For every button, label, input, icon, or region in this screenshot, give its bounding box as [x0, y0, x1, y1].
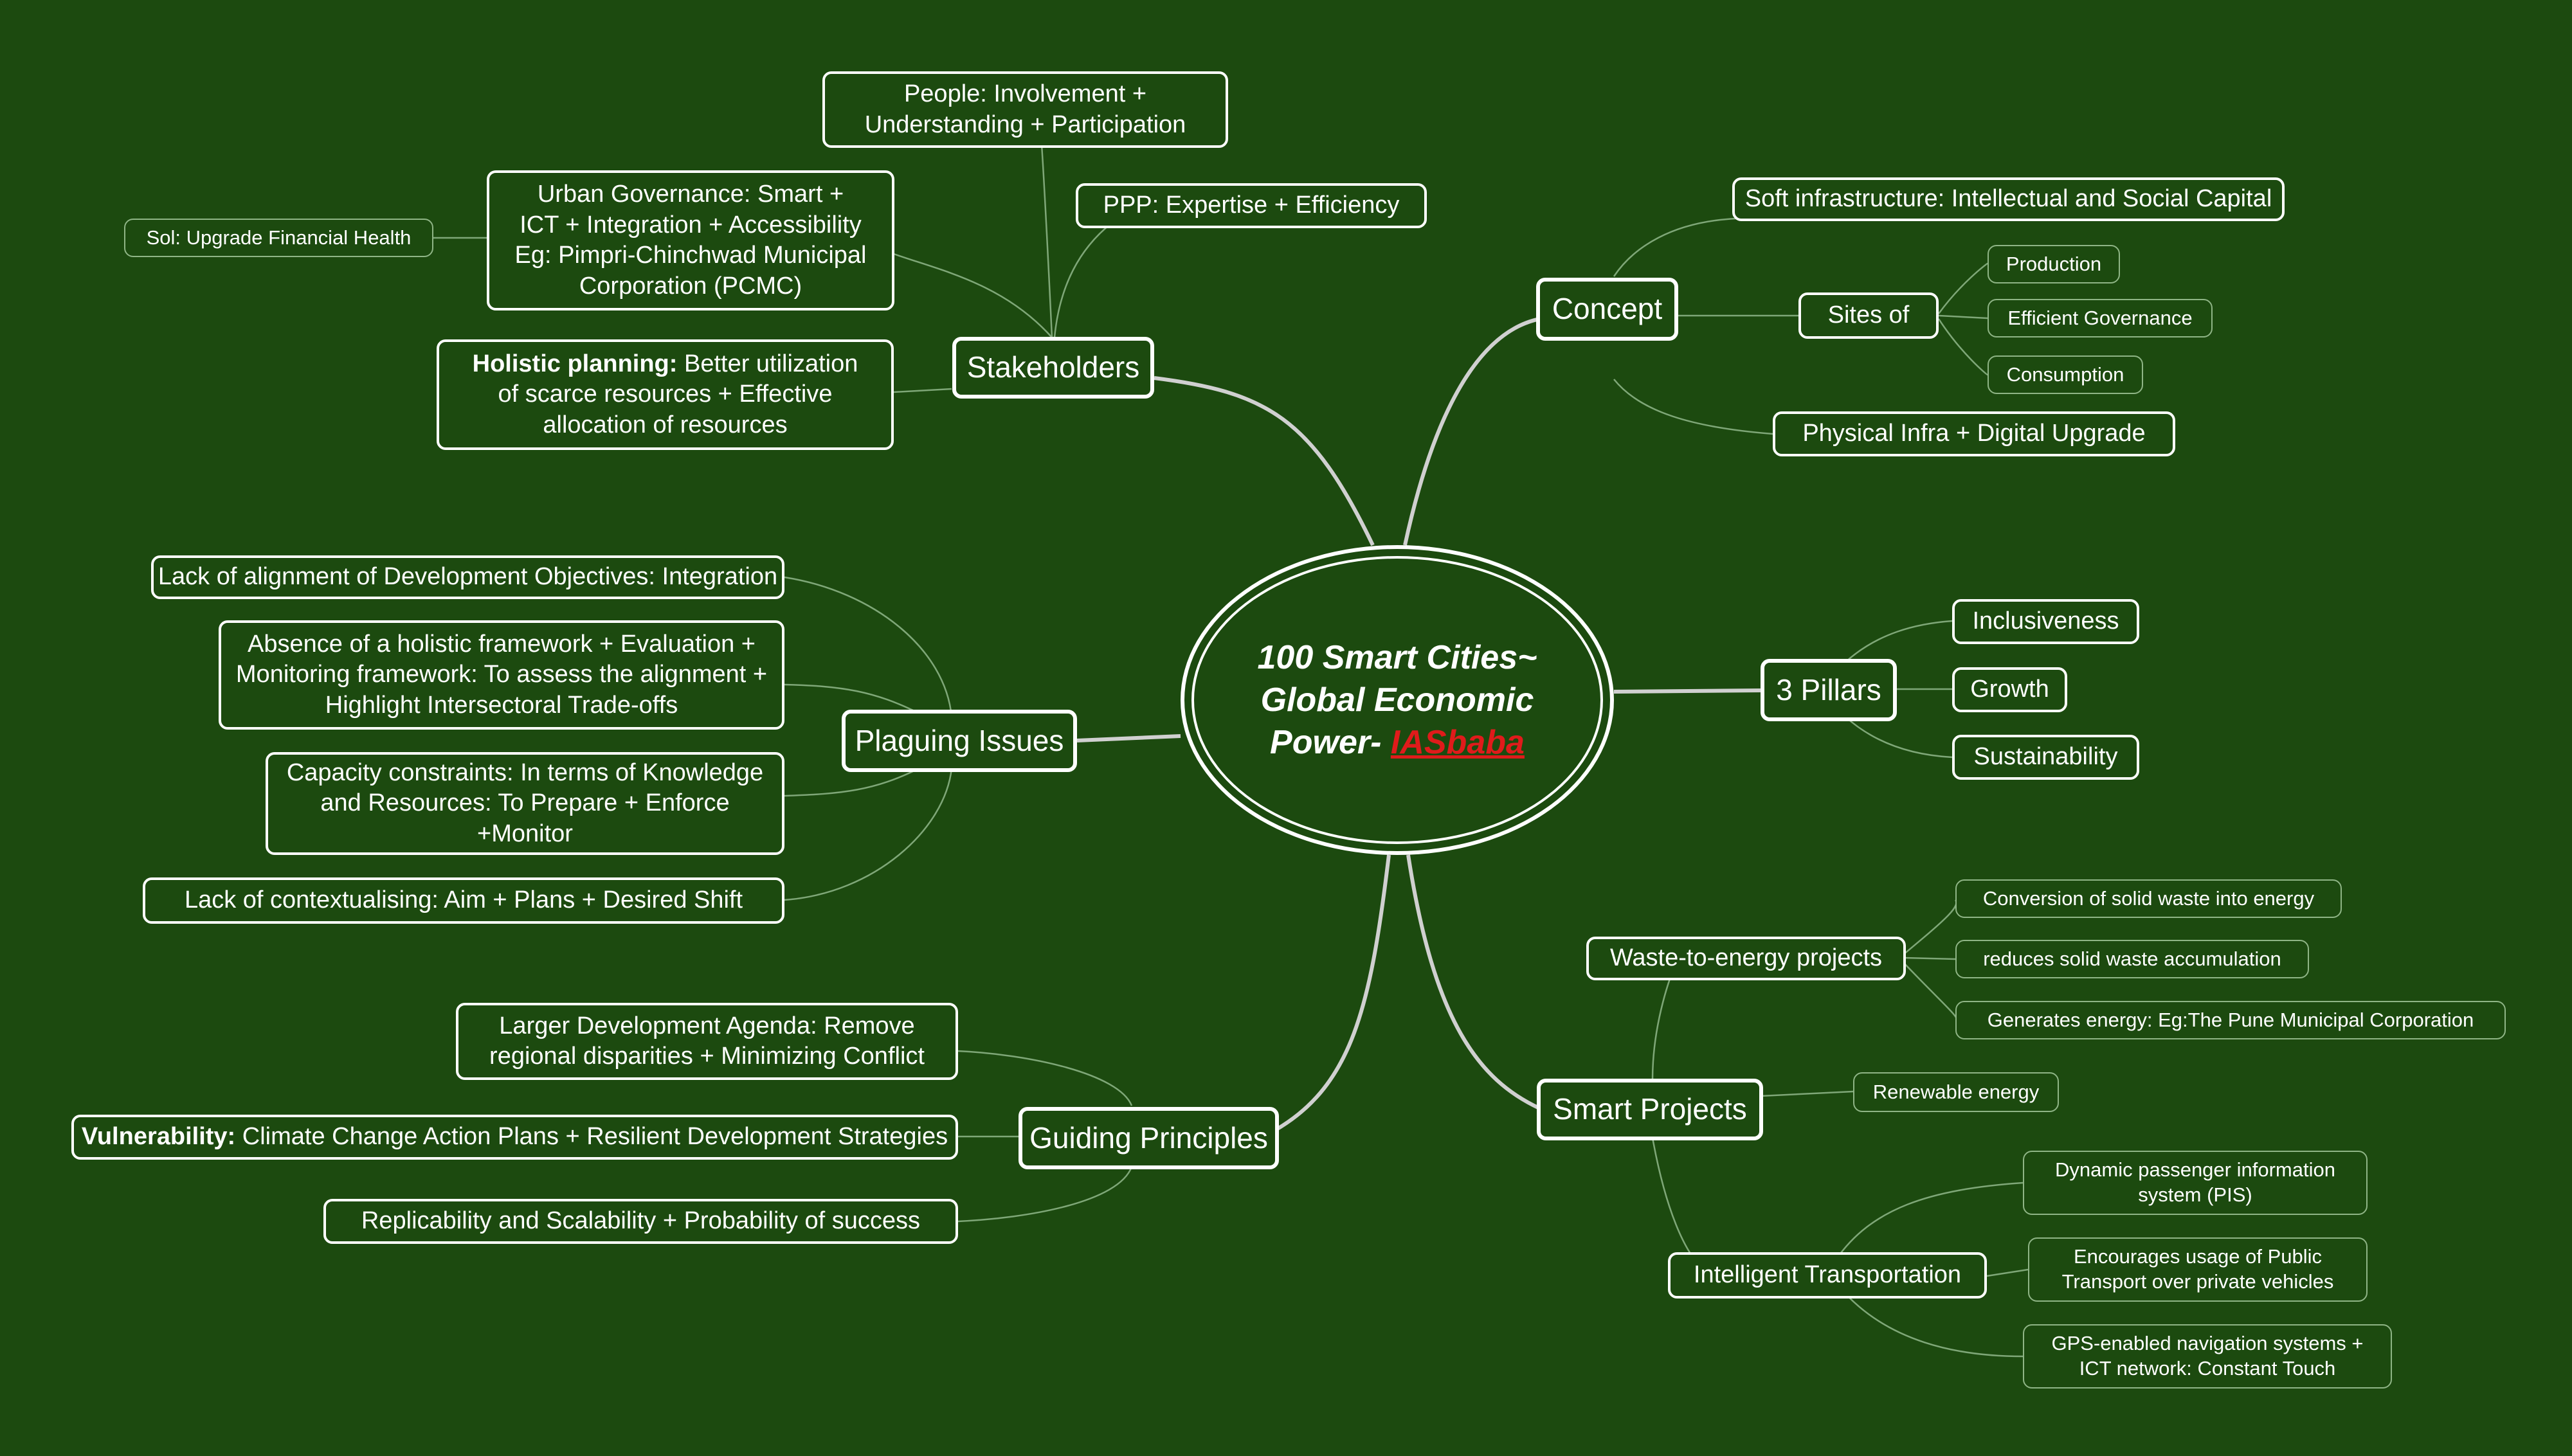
- node-physical-infra[interactable]: Physical Infra + Digital Upgrade: [1773, 411, 2175, 456]
- node-efficient-governance[interactable]: Efficient Governance: [1988, 299, 2213, 337]
- node-soft-infrastructure[interactable]: Soft infrastructure: Intellectual and So…: [1732, 177, 2285, 221]
- node-production[interactable]: Production: [1988, 245, 2120, 283]
- central-topic[interactable]: 100 Smart Cities~ Global Economic Power-…: [1181, 545, 1614, 855]
- link-concept: [1403, 317, 1541, 546]
- node-plaguing-issues[interactable]: Plaguing Issues: [842, 710, 1077, 772]
- center-line-3: Power-: [1270, 724, 1391, 762]
- node-capacity-constraints[interactable]: Capacity constraints: In terms of Knowle…: [266, 752, 784, 855]
- link-pillars: [1613, 688, 1761, 694]
- link-issues: [1076, 734, 1181, 742]
- node-intelligent-transportation[interactable]: Intelligent Transportation: [1668, 1252, 1987, 1299]
- node-ppp[interactable]: PPP: Expertise + Efficiency: [1076, 183, 1427, 228]
- node-sustainability[interactable]: Sustainability: [1952, 735, 2139, 780]
- node-sol-financial[interactable]: Sol: Upgrade Financial Health: [124, 219, 433, 257]
- brand-name: IASbaba: [1390, 724, 1525, 762]
- node-stakeholders[interactable]: Stakeholders: [952, 337, 1154, 399]
- node-urban-governance[interactable]: Urban Governance: Smart +ICT + Integrati…: [487, 170, 894, 310]
- node-conversion-solid-waste[interactable]: Conversion of solid waste into energy: [1955, 879, 2342, 918]
- node-guiding-principles[interactable]: Guiding Principles: [1019, 1107, 1279, 1169]
- link-projects: [1406, 854, 1541, 1110]
- node-generates-energy[interactable]: Generates energy: Eg:The Pune Municipal …: [1955, 1001, 2506, 1039]
- center-line-2: Global Economic: [1260, 681, 1534, 719]
- node-concept[interactable]: Concept: [1536, 278, 1678, 341]
- main-branches: [1076, 317, 1761, 1138]
- node-lack-of-contextualising[interactable]: Lack of contextualising: Aim + Plans + D…: [143, 877, 784, 924]
- node-renewable-energy[interactable]: Renewable energy: [1853, 1072, 2059, 1112]
- node-vulnerability[interactable]: Vulnerability: Climate Change Action Pla…: [71, 1115, 958, 1160]
- link-principles: [1262, 854, 1391, 1138]
- node-replicability[interactable]: Replicability and Scalability + Probabil…: [323, 1199, 958, 1244]
- node-sites-of[interactable]: Sites of: [1798, 292, 1939, 339]
- node-smart-projects[interactable]: Smart Projects: [1537, 1079, 1763, 1140]
- link-stakeholders: [1154, 376, 1375, 546]
- node-3-pillars[interactable]: 3 Pillars: [1761, 659, 1897, 721]
- node-reduces-solid-waste[interactable]: reduces solid waste accumulation: [1955, 940, 2309, 978]
- center-line-1: 100 Smart Cities~: [1257, 638, 1537, 676]
- node-people[interactable]: People: Involvement +Understanding + Par…: [822, 71, 1228, 148]
- node-gps-navigation[interactable]: GPS-enabled navigation systems +ICT netw…: [2023, 1324, 2392, 1389]
- node-inclusiveness[interactable]: Inclusiveness: [1952, 599, 2139, 644]
- node-lack-of-alignment[interactable]: Lack of alignment of Development Objecti…: [151, 555, 784, 599]
- node-holistic-planning[interactable]: Holistic planning: Better utilization of…: [437, 339, 894, 450]
- node-consumption[interactable]: Consumption: [1988, 355, 2143, 394]
- node-waste-to-energy[interactable]: Waste-to-energy projects: [1586, 937, 1906, 980]
- node-absence-framework[interactable]: Absence of a holistic framework + Evalua…: [219, 620, 784, 730]
- node-growth[interactable]: Growth: [1952, 667, 2067, 712]
